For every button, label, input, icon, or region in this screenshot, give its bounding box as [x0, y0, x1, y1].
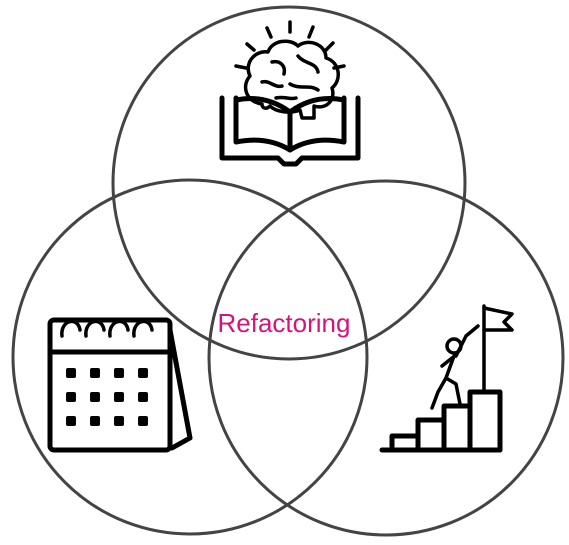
circle-bottom-left: [11, 178, 369, 536]
circle-bottom-right: [207, 179, 565, 537]
center-label: Refactoring: [218, 308, 351, 338]
climbing-stairs-flag-icon: [379, 304, 514, 453]
circle-top: [111, 5, 467, 361]
calendar-icon: [47, 317, 193, 453]
brain-book-icon: [219, 20, 361, 167]
